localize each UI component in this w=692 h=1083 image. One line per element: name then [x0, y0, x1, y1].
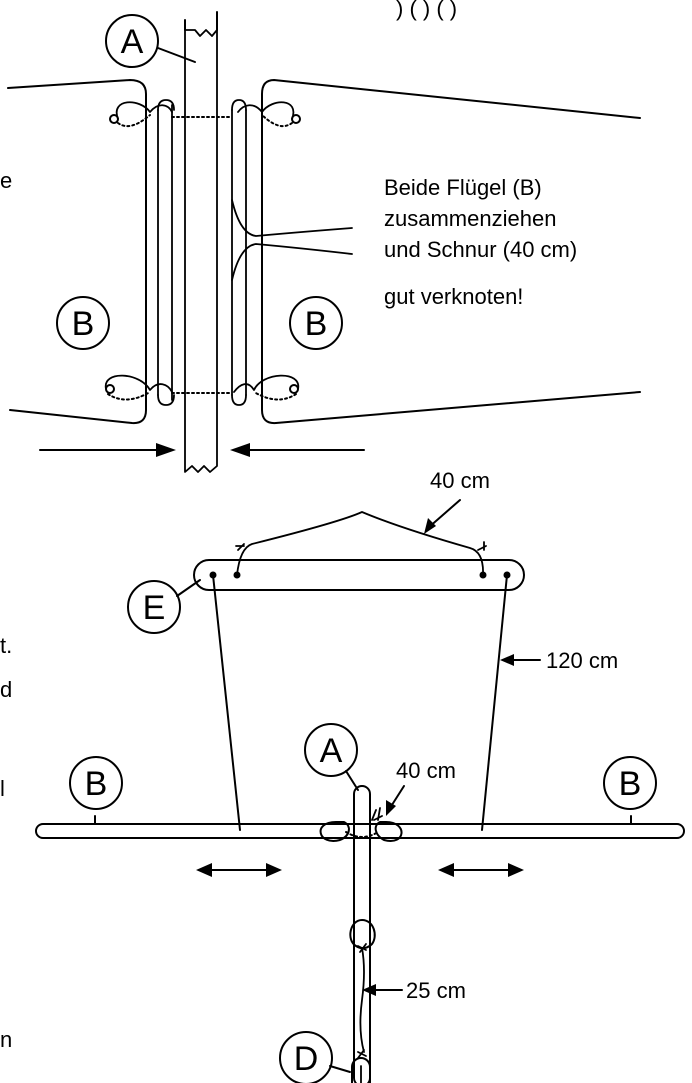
edge-fragment-5: n	[0, 1027, 12, 1052]
left-wing-inner-curve-bottom	[157, 394, 175, 406]
wing-tie-string-ends	[371, 807, 383, 821]
loop-bottom-left-lower	[107, 391, 151, 401]
label-d-leader	[329, 1065, 351, 1073]
top-view: A B B	[7, 11, 641, 473]
tail-line-knot-bottom	[357, 1049, 367, 1059]
bridle-knot-left	[235, 543, 245, 551]
wing-tie-knot-right	[374, 821, 403, 842]
note-line-2: zusammenziehen	[384, 206, 556, 231]
label-b-circle-bottom-left	[69, 756, 123, 810]
label-b-circle-top-right	[289, 296, 343, 350]
loop-bottom-left	[105, 374, 173, 393]
right-wing-outline	[261, 79, 641, 425]
loop-top-left	[115, 101, 173, 120]
label-a-circle-bottom	[304, 723, 358, 777]
label-b-circle-top-left	[56, 296, 110, 350]
label-d-circle	[279, 1031, 333, 1083]
label-a-circle-top	[105, 14, 159, 68]
loop-bottom-right	[233, 374, 299, 393]
label-a-leader-top	[157, 47, 196, 63]
mast-stick-bottom	[353, 785, 371, 1083]
measure-wing-40-arrowhead	[386, 800, 396, 816]
label-d-text: D	[294, 1040, 319, 1078]
tail-line	[359, 947, 365, 1053]
push-arrow-right-head	[230, 443, 250, 457]
slide-arrow-left-head-l	[196, 863, 212, 877]
joining-string-upper	[231, 199, 353, 237]
measure-tail-25: 25 cm	[406, 978, 466, 1003]
label-b-circle-bottom-right	[603, 756, 657, 810]
spreader-bar	[193, 559, 525, 591]
wing-spar	[35, 823, 685, 839]
bridle-left-string	[212, 574, 241, 831]
label-b-text-bottom-left: B	[85, 765, 108, 803]
bridle-knot-right	[477, 541, 487, 551]
loop-top-right	[237, 101, 295, 120]
label-e-text: E	[143, 589, 166, 627]
label-b-text-top-right: B	[305, 305, 328, 343]
loop-top-left-lower	[117, 114, 151, 128]
label-e-leader	[176, 579, 201, 597]
note-line-3: und Schnur (40 cm)	[384, 237, 577, 262]
wing-tie-knot-left	[319, 821, 350, 842]
edge-fragment-2: t.	[0, 633, 12, 658]
measure-side-120: 120 cm	[546, 648, 618, 673]
label-a-text-bottom: A	[320, 732, 343, 770]
edge-fragment-1: e	[0, 168, 12, 193]
edge-fragment-top: ) ( ) ( )	[396, 0, 457, 21]
measure-25-arrowhead	[362, 984, 376, 996]
tail-stick	[351, 1057, 371, 1083]
label-e-circle	[127, 580, 181, 634]
slide-arrow-right-head-r	[508, 863, 524, 877]
mast-loop	[349, 919, 376, 950]
joining-string-lower	[231, 243, 353, 281]
measure-top-40-leader	[427, 499, 461, 529]
label-a-leader-bottom	[345, 770, 359, 791]
right-wing-inner-curve-top	[231, 99, 247, 111]
label-b-text-bottom-right: B	[619, 765, 642, 803]
loop-top-right-lower	[261, 114, 293, 128]
loop-bottom-right-lower	[253, 391, 297, 401]
bridle-right-string	[481, 574, 508, 831]
eyelet-bottom-left	[105, 384, 115, 394]
label-a-text-top: A	[121, 23, 144, 61]
wing-tie-string	[345, 831, 379, 838]
cropped-edge-text: ) ( ) ( ) e t. d l n	[0, 0, 457, 1052]
edge-fragment-4: l	[0, 776, 5, 801]
right-wing-inner-curve-bottom	[231, 394, 247, 406]
label-b-text-top-left: B	[72, 305, 95, 343]
tail-line-knot-top	[357, 943, 367, 953]
mast-stick-top	[184, 29, 218, 473]
push-arrow-left-head	[156, 443, 176, 457]
edge-fragment-3: d	[0, 677, 12, 702]
left-wing-outline	[7, 79, 147, 425]
eyelet-bottom-right	[289, 384, 299, 394]
bottom-view: 40 cm E 120 cm B B A 40 cm	[35, 468, 685, 1083]
measure-wing-40: 40 cm	[396, 758, 456, 783]
measure-120-arrowhead	[500, 654, 514, 666]
note-line-1: Beide Flügel (B)	[384, 175, 542, 200]
slide-arrow-left-head-r	[266, 863, 282, 877]
measure-top-40-arrowhead	[424, 518, 436, 534]
bridle-top-string	[236, 511, 484, 576]
note-line-4: gut verknoten!	[384, 284, 523, 309]
slide-arrow-right-head-l	[438, 863, 454, 877]
measure-top-40: 40 cm	[430, 468, 490, 493]
